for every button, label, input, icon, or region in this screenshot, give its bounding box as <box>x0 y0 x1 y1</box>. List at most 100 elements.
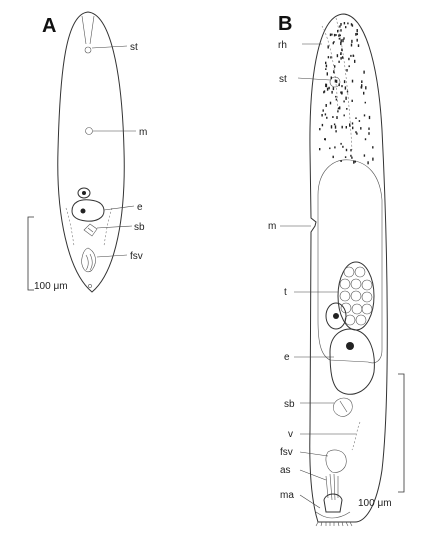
rhabdite-dot <box>331 33 333 36</box>
rhabdite-dot <box>352 54 354 57</box>
rhabdite-dot <box>353 160 355 164</box>
rhabdite-dot <box>364 138 367 141</box>
rhabdite-dot <box>342 145 344 148</box>
rhabdite-dot <box>325 68 327 70</box>
rhabdite-dot <box>332 87 335 91</box>
rhabdite-dot <box>363 114 366 117</box>
rhabdite-dot <box>368 132 370 135</box>
rhabdite-dot <box>354 160 356 163</box>
panel-b-st-leader <box>297 77 331 81</box>
rhabdite-dot <box>335 98 338 101</box>
rhabdite-dot <box>368 127 370 130</box>
panel-b-sb-structure <box>333 397 353 417</box>
panel-b-label-m: m <box>268 221 276 232</box>
rhabdite-dot <box>332 42 334 45</box>
rhabdite-dot <box>346 108 348 110</box>
panel-b-ma-leader <box>299 494 321 509</box>
rhabdite-dot <box>327 56 330 59</box>
panel-a-label-e: e <box>137 202 143 213</box>
rhabdite-dot <box>343 80 346 84</box>
rhabdite-dot <box>332 155 334 159</box>
rhabdite-dot <box>348 57 350 61</box>
rhabdite-dot <box>327 45 329 49</box>
rhabdite-dot <box>333 33 336 37</box>
rhabdite-dot <box>325 104 327 107</box>
rhabdite-dot <box>338 107 340 110</box>
rhabdite-dot <box>339 106 341 110</box>
panel-b-label-as: as <box>280 465 291 476</box>
rhabdite-dot <box>335 79 338 83</box>
panel-b-rh-band <box>321 17 353 151</box>
rhabdite-dot <box>356 29 358 33</box>
rhabdite-dot <box>339 34 341 37</box>
panel-b: B <box>268 13 405 527</box>
rhabdite-dot <box>351 79 354 83</box>
rhabdite-dot <box>329 147 331 150</box>
rhabdite-dot <box>348 65 350 68</box>
panel-a: A st m e sb fsv 100 μ <box>27 11 147 293</box>
panel-b-label-t: t <box>284 287 287 298</box>
rhabdite-dot <box>351 156 353 159</box>
panel-b-gut-vacuole <box>317 159 383 364</box>
rhabdite-dot <box>360 86 362 89</box>
panel-a-scale-bar <box>27 216 34 291</box>
panel-a-st-structure <box>84 46 92 54</box>
rhabdite-dot <box>372 146 374 149</box>
rhabdite-dot <box>355 131 357 134</box>
panel-b-v-structure <box>351 421 361 451</box>
rhabdite-dot <box>345 126 347 129</box>
panel-a-label-m: m <box>139 127 147 138</box>
rhabdite-dot <box>364 101 366 104</box>
rhabdite-dot <box>326 87 329 91</box>
rhabdite-dot <box>333 123 336 126</box>
rhabdite-dot <box>343 114 345 117</box>
rhabdite-dot <box>340 53 342 55</box>
panel-b-label-sb: sb <box>284 399 295 410</box>
panel-a-label-sb: sb <box>134 222 145 233</box>
panel-b-label-v: v <box>288 429 293 440</box>
panel-b-eye-small-pupil <box>333 313 339 319</box>
rhabdite-dot <box>335 130 337 133</box>
panel-a-anterior-lines <box>81 15 95 45</box>
panel-b-letter: B <box>278 13 292 35</box>
rhabdite-dot <box>325 64 328 68</box>
rhabdite-dot <box>350 154 352 157</box>
rhabdite-dot <box>346 90 349 93</box>
rhabdite-dot <box>319 128 321 131</box>
rhabdite-dot <box>372 157 374 161</box>
panel-a-sb-structure <box>83 223 98 237</box>
rhabdite-dot <box>331 90 333 94</box>
rhabdite-dot <box>321 123 324 127</box>
rhabdite-dot <box>355 33 357 36</box>
rhabdite-dot <box>328 86 330 90</box>
rhabdite-dot <box>319 148 321 151</box>
rhabdite-dot <box>344 156 347 158</box>
panel-b-eye-large-pupil <box>346 342 354 350</box>
rhabdite-dot <box>333 41 335 43</box>
rhabdite-dot <box>356 132 358 135</box>
rhabdite-dot <box>333 70 335 74</box>
panel-a-fsv-structure <box>81 247 96 273</box>
rhabdite-dot <box>334 65 336 68</box>
panel-b-body-outline <box>309 13 388 523</box>
panel-a-body-outline <box>57 11 125 293</box>
rhabdite-dot <box>324 138 326 141</box>
rhabdite-dot <box>346 69 348 72</box>
rhabdite-dot <box>326 72 328 76</box>
rhabdite-dot <box>321 114 323 117</box>
panel-b-label-st: st <box>279 74 287 85</box>
panel-b-ma-structure <box>315 511 351 519</box>
rhabdite-dot <box>341 91 343 95</box>
rhabdite-dot <box>338 83 340 87</box>
panel-b-fsv-leader <box>299 451 329 457</box>
rhabdite-dot <box>350 54 352 57</box>
rhabdite-dot <box>338 60 340 63</box>
panel-b-rhabdite-stipple <box>319 22 374 165</box>
panel-b-eye-small <box>325 302 347 330</box>
rhabdite-dot <box>351 99 353 102</box>
panel-a-eye-large-pupil <box>80 208 86 214</box>
rhabdite-dot <box>351 39 353 43</box>
rhabdite-dot <box>341 85 343 88</box>
rhabdite-dot <box>337 110 339 113</box>
rhabdite-dot <box>330 56 332 59</box>
